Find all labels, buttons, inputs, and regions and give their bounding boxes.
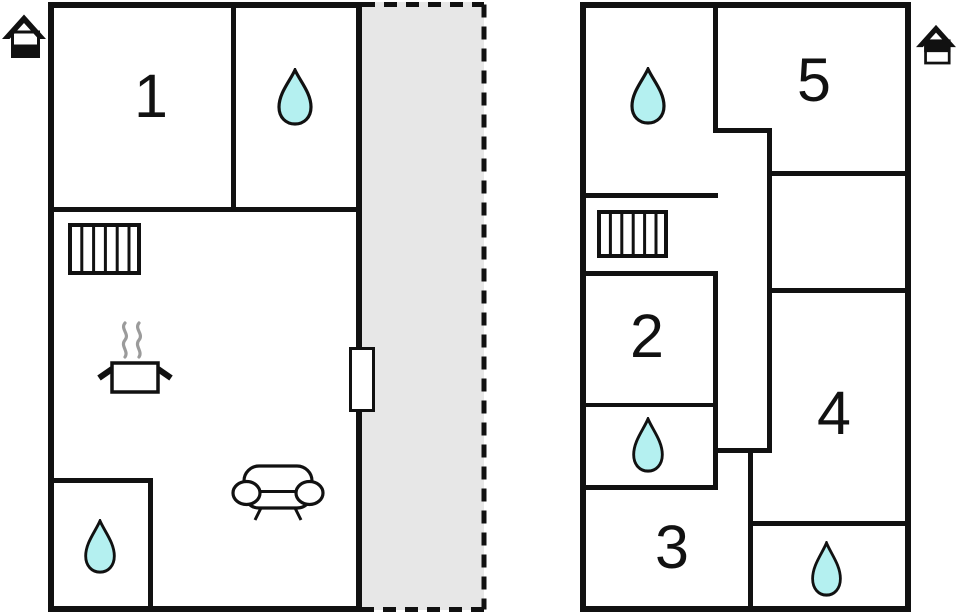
- water-drop-icon: [632, 417, 664, 473]
- wall-segment: [772, 288, 905, 293]
- wall-segment: [713, 128, 772, 133]
- water-drop-icon: [277, 68, 313, 126]
- wall-segment: [713, 271, 718, 490]
- sofa-icon: [231, 464, 325, 521]
- wall-segment: [54, 207, 356, 212]
- terrace-area: [362, 2, 487, 612]
- cooking-pot-icon: [97, 321, 173, 394]
- house-upper-level-icon: [916, 24, 956, 65]
- wall-segment: [48, 2, 54, 612]
- room-3-label: 3: [655, 513, 689, 581]
- wall-segment: [905, 2, 911, 612]
- room-1-label: 1: [134, 62, 168, 130]
- wall-segment: [713, 8, 718, 133]
- wall-segment: [48, 2, 362, 8]
- wall-segment: [767, 128, 772, 453]
- stairs-icon: [597, 210, 668, 258]
- stairs-icon: [68, 223, 141, 275]
- wall-segment: [580, 2, 586, 612]
- wall-segment: [48, 606, 362, 612]
- water-drop-icon: [811, 541, 842, 597]
- room-5-label: 5: [797, 46, 831, 114]
- wall-segment: [580, 2, 911, 8]
- water-drop-icon: [84, 519, 116, 574]
- water-drop-icon: [630, 67, 666, 125]
- wall-segment: [356, 2, 362, 612]
- wall-segment: [748, 450, 753, 606]
- room-4-label: 4: [817, 379, 851, 447]
- house-lower-level-icon: [2, 14, 46, 58]
- wall-segment: [231, 8, 236, 207]
- wall-segment: [586, 271, 718, 276]
- wall-segment: [586, 193, 718, 198]
- wall-segment: [580, 606, 911, 612]
- wall-segment: [586, 403, 718, 407]
- wall-segment: [148, 483, 153, 606]
- wall-segment: [54, 478, 153, 483]
- wall-segment: [713, 448, 772, 453]
- wall-segment: [753, 521, 905, 526]
- wall-segment: [772, 171, 905, 176]
- wall-segment: [586, 485, 718, 490]
- door-icon: [349, 347, 375, 412]
- room-2-label: 2: [630, 302, 664, 370]
